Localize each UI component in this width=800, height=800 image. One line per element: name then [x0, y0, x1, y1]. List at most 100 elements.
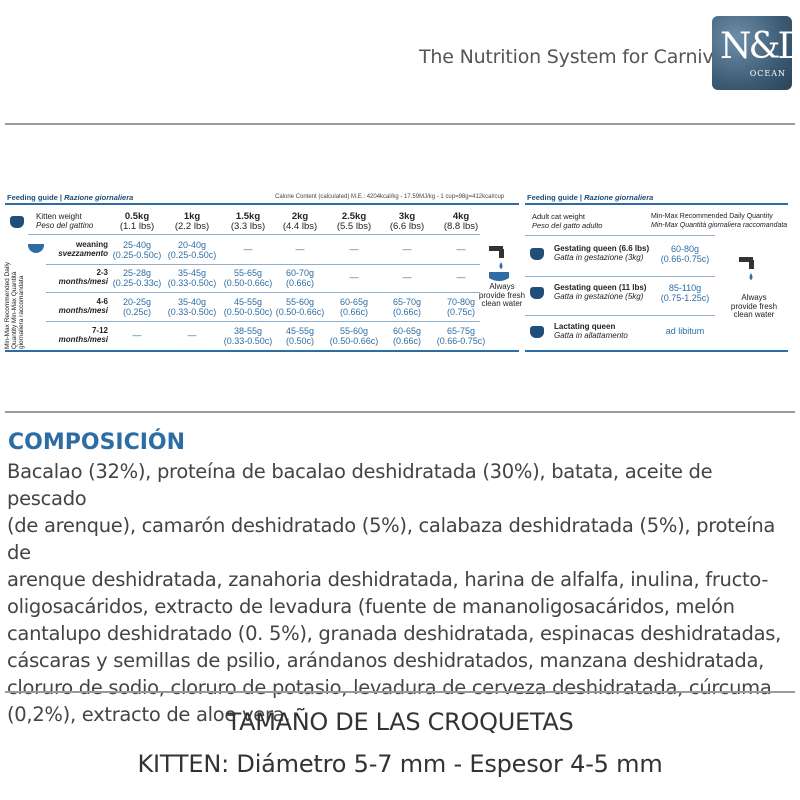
queen-cat-icon: [530, 248, 544, 260]
middle-divider: [5, 411, 795, 413]
brand-tagline: The Nutrition System for Carnivores: [419, 46, 754, 68]
kitten-cell-grams: 60-65g: [339, 297, 369, 307]
kitten-cell-cups: (0.50-0.50c): [223, 307, 273, 317]
kitten-row-divider: [46, 264, 480, 265]
kitten-cell-cups: (0.33-0.50c): [167, 307, 217, 317]
kitten-cell-cups: (0.50-0.66c): [329, 336, 379, 346]
kitten-cell-cups: (0.66c): [339, 307, 368, 317]
kitten-weight-lbs: (2.2 lbs): [174, 221, 210, 232]
kitten-guide-top-rule: [5, 203, 519, 205]
composition-line: cloruro de sodio, cloruro de potasio, le…: [7, 676, 772, 699]
kitten-cell-grams: 45-55g: [233, 297, 263, 307]
composition-line: arenque deshidratada, zanahoria deshidra…: [7, 568, 769, 591]
kitten-cell-cups: (0.66c): [392, 307, 421, 317]
water-tap-icon: [487, 244, 511, 284]
kitten-cell-grams: —: [295, 244, 305, 254]
kitten-cell-grams: 35-45g: [177, 268, 207, 278]
kitten-weight-col: 0.5kg: [124, 211, 150, 222]
kitten-weight-lbs: (4.4 lbs): [282, 221, 318, 232]
kitten-weight-col: 3kg: [398, 211, 416, 222]
calorie-content: Calorie Content (calculated) M.E.: 4204k…: [275, 194, 505, 200]
kitten-cell-grams: 25-28g: [122, 268, 152, 278]
kitten-cell-cups: (0.66-0.75c): [436, 336, 486, 346]
kitten-cell-grams: —: [132, 330, 142, 340]
kitten-side-label: Min-Max Recommended Daily Quantity Min-M…: [4, 261, 25, 349]
kitten-cell-grams: 70-80g: [446, 297, 476, 307]
kitten-weight-lbs: (3.3 lbs): [230, 221, 266, 232]
kibble-size-detail: KITTEN: Diámetro 5-7 mm - Espesor 4-5 mm: [137, 750, 663, 778]
kitten-cell-grams: 60-65g: [392, 326, 422, 336]
kitten-row-divider: [46, 292, 480, 293]
kitten-header-rule: [28, 234, 480, 235]
kitten-cell-cups: (0.75c): [446, 307, 475, 317]
kitten-cell-cups: (0.50-0.66c): [275, 307, 325, 317]
kitten-cell-grams: —: [187, 330, 197, 340]
composition-line: cáscaras y semillas de psilio, arándanos…: [7, 649, 765, 672]
kitten-cell-cups: (0.33-0.50c): [167, 278, 217, 288]
composition-line: (0,2%), extracto de aloe vera.: [7, 703, 291, 726]
kitten-cell-grams: 38-55g: [233, 326, 263, 336]
adult-cell-cups: (0.75-1.25c): [660, 293, 710, 303]
bottom-divider: [5, 691, 795, 693]
kitten-cell-cups: (0.66c): [392, 336, 421, 346]
kitten-cell-cups: (0.25-0.33c): [112, 278, 162, 288]
kitten-cell-grams: —: [402, 244, 412, 254]
kitten-cell-cups: (0.25-0.50c): [167, 250, 217, 260]
adult-cell-cups: (0.66-0.75c): [660, 254, 710, 264]
kitten-cell-grams: —: [243, 244, 253, 254]
adult-header-rule: [525, 235, 715, 236]
kitten-cell-grams: 35-40g: [177, 297, 207, 307]
bowl-icon: [28, 244, 44, 253]
composition-line: oligosacáridos, extracto de levadura (fu…: [7, 595, 735, 618]
kibble-size-title: TAMAÑO DE LAS CROQUETAS: [226, 708, 574, 736]
logo-letters: N&D: [720, 26, 792, 67]
kitten-cell-grams: 65-70g: [392, 297, 422, 307]
kitten-cell-grams: —: [349, 272, 359, 282]
composition-line: (de arenque), camarón deshidratado (5%),…: [7, 514, 776, 564]
kitten-cell-grams: —: [402, 272, 412, 282]
adult-row-label: Gestating queen (11 lbs)Gatta in gestazi…: [554, 283, 647, 301]
kitten-row-divider: [46, 321, 480, 322]
kitten-cell-cups: (0.33-0.50c): [223, 336, 273, 346]
cat-icon: [10, 216, 24, 228]
top-divider: [5, 123, 795, 125]
adult-cell-grams: 60-80g: [670, 244, 700, 254]
kitten-guide-title: Feeding guide | Razione giornaliera: [7, 193, 134, 202]
kitten-weight-col: 4kg: [452, 211, 470, 222]
kitten-cell-cups: (0.50c): [285, 336, 314, 346]
kitten-weight-lbs: (1.1 lbs): [119, 221, 155, 232]
composition-text: Bacalao (32%), proteína de bacalao deshi…: [7, 458, 795, 728]
kitten-cell-grams: 55-65g: [233, 268, 263, 278]
kitten-cell-grams: —: [349, 244, 359, 254]
kitten-cell-grams: 20-25g: [122, 297, 152, 307]
kitten-guide-bottom-rule: [5, 350, 519, 352]
adult-weight-label: Adult cat weight Peso del gatto adulto: [532, 212, 603, 230]
adult-row-label: Gestating queen (6.6 lbs)Gatta in gestaz…: [554, 244, 650, 262]
kitten-cell-grams: 60-70g: [285, 268, 315, 278]
kitten-cell-grams: —: [456, 272, 466, 282]
kitten-cell-grams: 55-60g: [339, 326, 369, 336]
kitten-weight-col: 1.5kg: [235, 211, 261, 222]
logo-word: OCEAN: [749, 69, 786, 78]
kitten-cell-cups: (0.66c): [285, 278, 314, 288]
kitten-weight-col: 2.5kg: [341, 211, 367, 222]
kitten-cell-cups: (0.25c): [122, 307, 151, 317]
kitten-cell-grams: 55-60g: [285, 297, 315, 307]
queen-cat-icon: [530, 287, 544, 299]
adult-qty-label: Min-Max Recommended Daily Quantity Min-M…: [651, 213, 788, 229]
adult-cell-grams: 85-110g: [668, 283, 702, 293]
nd-ocean-logo: N&D OCEAN: [712, 16, 792, 90]
adult-guide-title: Feeding guide | Razione giornaliera: [527, 193, 654, 202]
kitten-weight-col: 1kg: [183, 211, 201, 222]
kitten-weight-lbs: (6.6 lbs): [389, 221, 425, 232]
composition-line: Bacalao (32%), proteína de bacalao deshi…: [7, 460, 713, 510]
kitten-cell-grams: 65-75g: [446, 326, 476, 336]
kitten-weight-lbs: (8.8 lbs): [443, 221, 479, 232]
kitten-cell-grams: —: [456, 244, 466, 254]
adult-row-divider: [525, 315, 715, 316]
